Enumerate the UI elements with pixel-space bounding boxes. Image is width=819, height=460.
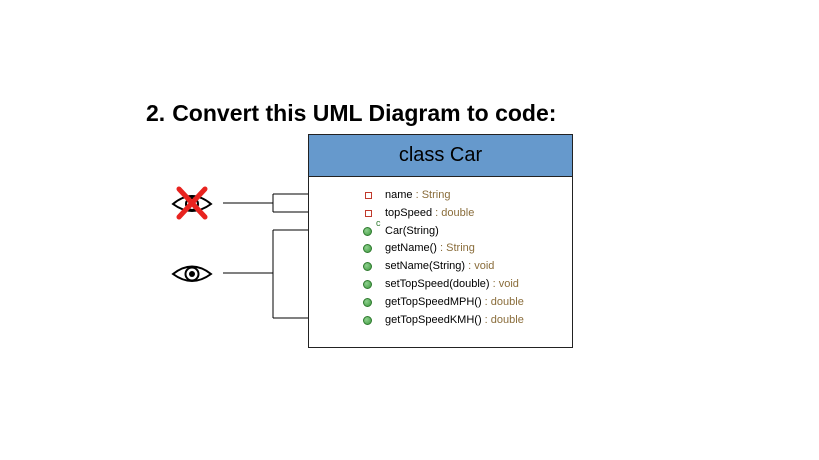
eye-icon (171, 265, 213, 282)
uml-member: name : String (385, 188, 450, 202)
uml-member: getTopSpeedMPH() : double (385, 295, 524, 309)
uml-class-header: class Car (309, 135, 572, 177)
member-signature: getName() (385, 242, 437, 255)
member-type: double (490, 313, 524, 326)
member-type: void (474, 260, 495, 273)
member-type-separator: : (436, 242, 447, 255)
member-type: String (421, 189, 451, 201)
member-type-separator: : (481, 313, 491, 326)
member-signature: Car(String) (385, 224, 439, 237)
question-number: 2. (146, 100, 166, 126)
uml-member: setTopSpeed(double) : void (385, 277, 519, 291)
question-heading: 2.Convert this UML Diagram to code: (146, 100, 556, 127)
member-type-separator: : (489, 278, 499, 290)
member-signature: topSpeed (385, 206, 433, 219)
public-method-marker-icon (363, 262, 372, 272)
member-type: double (441, 206, 475, 219)
uml-member: Car(String) (385, 224, 439, 238)
public-method-marker-icon (363, 297, 372, 307)
private-field-marker-icon (365, 209, 372, 217)
member-type: void (498, 278, 519, 290)
constructor-marker: c (376, 217, 381, 228)
uml-class-title: class Car (398, 144, 483, 166)
member-type: String (446, 242, 475, 255)
member-signature: setName(String) (385, 260, 466, 273)
public-method-marker-icon (363, 226, 372, 236)
member-signature: setTopSpeed(double) (385, 278, 490, 290)
member-type-separator: : (465, 260, 475, 273)
member-type-separator: : (432, 206, 442, 219)
public-method-marker-icon (363, 280, 372, 289)
member-type-separator: : (412, 189, 422, 201)
question-text: Convert this UML Diagram to code: (172, 100, 557, 126)
uml-member: getName() : String (385, 241, 475, 255)
member-signature: getTopSpeedKMH() (385, 313, 482, 326)
uml-member: setName(String) : void (385, 259, 494, 273)
member-signature: getTopSpeedMPH() (385, 295, 482, 308)
uml-class-box: class Car name : String topSpeed : double… (308, 134, 573, 348)
uml-member: topSpeed : double (385, 206, 474, 220)
member-type: double (490, 295, 524, 308)
uml-member: getTopSpeedKMH() : double (385, 313, 524, 327)
member-type-separator: : (481, 295, 491, 308)
private-field-marker-icon (365, 192, 372, 199)
public-method-marker-icon (363, 244, 372, 254)
member-signature: name (385, 189, 413, 201)
eye-crossed-out-icon (171, 186, 213, 220)
public-method-marker-icon (363, 315, 372, 325)
